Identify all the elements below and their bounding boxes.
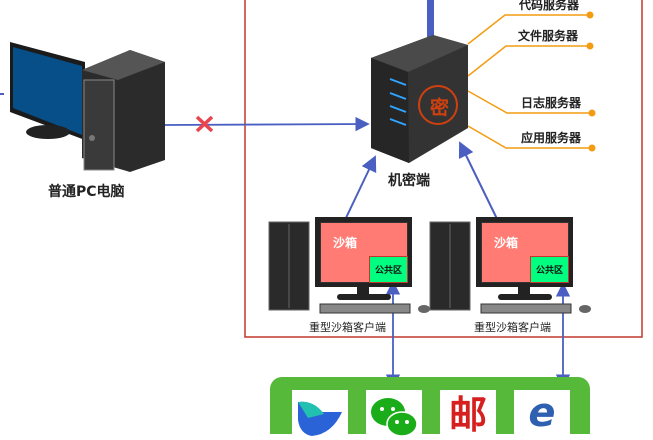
pc-computer-icon xyxy=(10,42,165,172)
service-log: 日志服务器 xyxy=(521,96,582,110)
pc-label: 普通PC电脑 xyxy=(48,184,125,200)
service-file: 文件服务器 xyxy=(518,29,579,43)
server-icon xyxy=(371,35,468,163)
client2-public-zone: 公共区 xyxy=(530,256,569,283)
uplink-bar xyxy=(427,0,434,38)
secure-zone-frame xyxy=(244,0,643,338)
service-lines xyxy=(467,14,592,149)
pc-to-server-link xyxy=(164,116,370,132)
client1-public-zone: 公共区 xyxy=(369,256,408,283)
service-code: 代码服务器 xyxy=(519,0,580,12)
feishu-icon[interactable] xyxy=(292,390,348,440)
sandbox-label: 沙箱 xyxy=(494,236,519,250)
client2-label: 重型沙箱客户端 xyxy=(474,321,551,334)
secret-badge: 密 xyxy=(430,97,450,119)
server-label: 机密端 xyxy=(388,173,430,189)
client1-label: 重型沙箱客户端 xyxy=(309,321,386,334)
sandbox-label: 沙箱 xyxy=(333,236,358,250)
mail-icon[interactable]: 邮 xyxy=(440,390,496,440)
service-app: 应用服务器 xyxy=(521,131,582,145)
blocked-icon xyxy=(195,115,214,133)
app-panel xyxy=(270,377,590,434)
wechat-icon[interactable] xyxy=(366,390,422,440)
client1-to-server xyxy=(344,155,377,221)
ie-icon[interactable]: e xyxy=(514,390,570,440)
client2-to-server xyxy=(458,141,501,226)
